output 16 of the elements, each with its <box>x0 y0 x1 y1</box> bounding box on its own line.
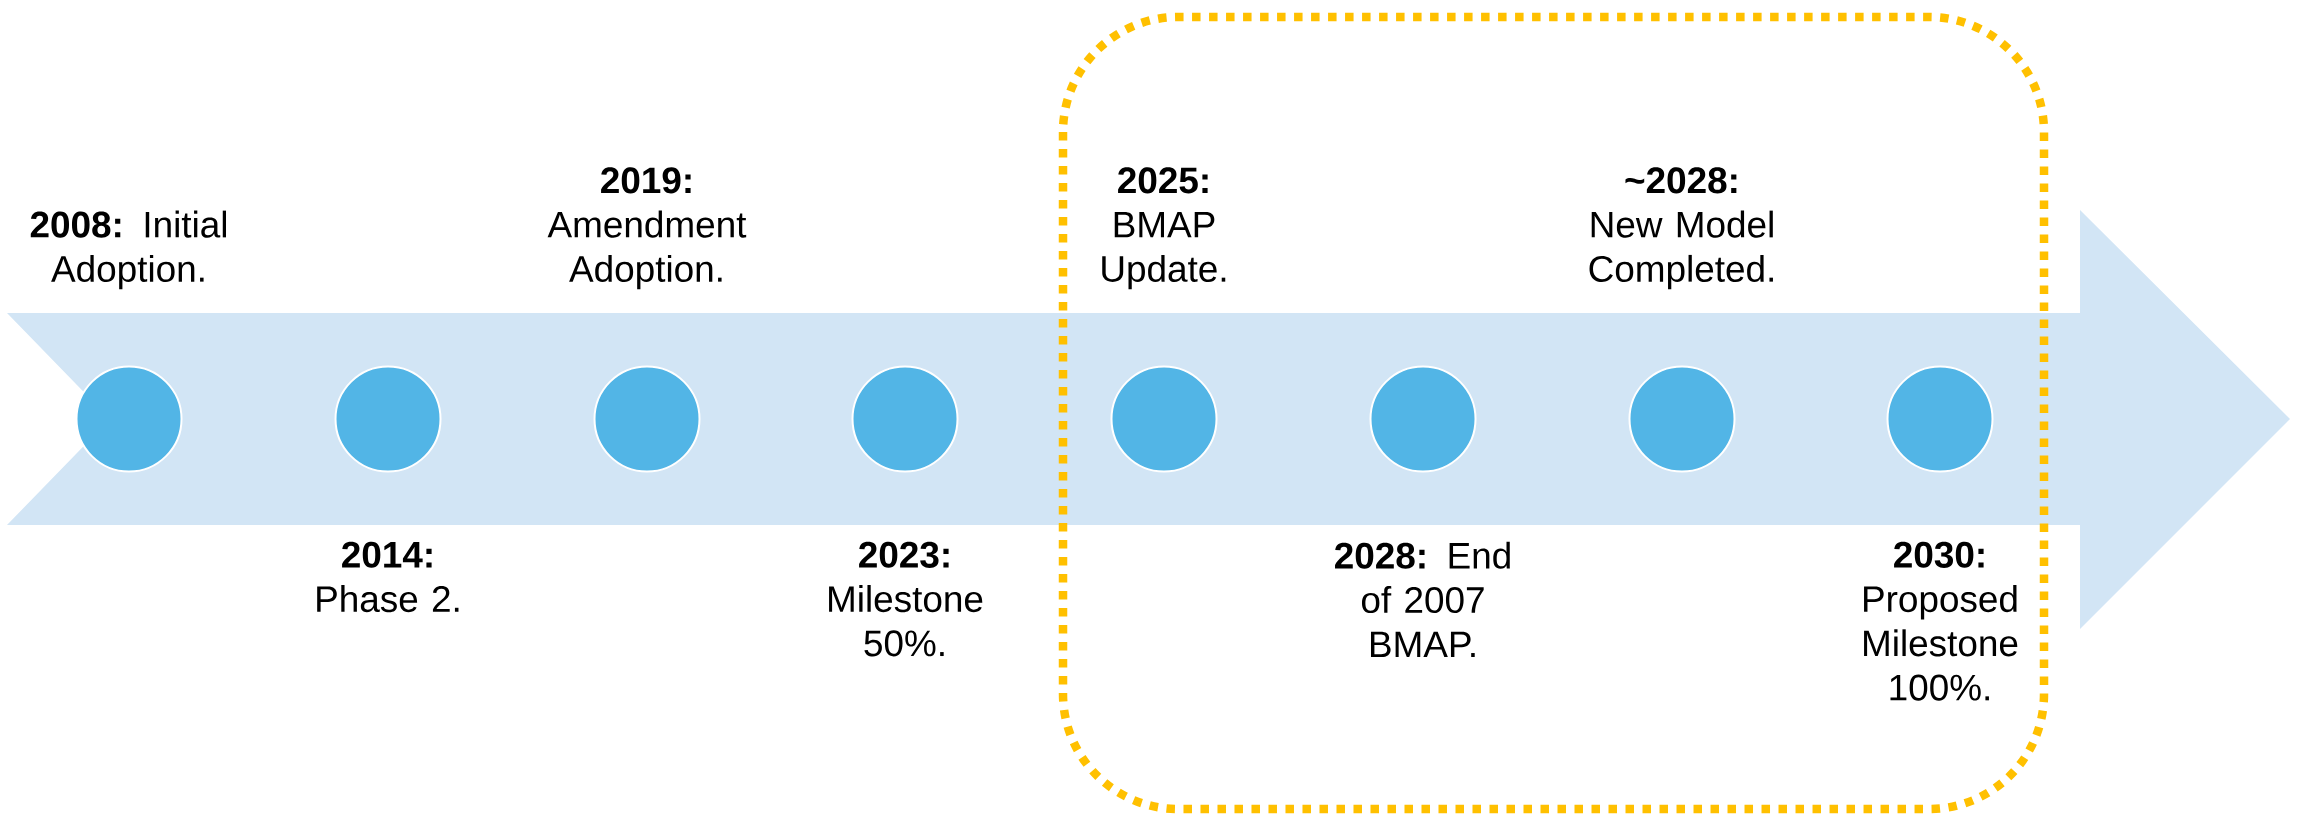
milestone-label: ~2028: New Model Completed. <box>1589 167 1773 290</box>
milestone-label: 2023: Milestone 50%. <box>829 541 983 657</box>
milestone-label: 2014: Phase 2. <box>317 541 459 613</box>
milestone-label: 2008: Initial Adoption. <box>30 210 226 290</box>
milestone-label: 2028: End of 2007 BMAP. <box>1335 541 1510 657</box>
milestone-circle <box>75 365 183 473</box>
milestone-circle <box>593 365 701 473</box>
milestone-label: 2019: Amendment Adoption. <box>547 167 747 290</box>
milestone-label: 2030: Proposed Milestone 100%. <box>1864 541 2018 701</box>
milestone-circle <box>1886 365 1994 473</box>
milestone-circle <box>1628 365 1736 473</box>
milestone-label: 2025: BMAP Update. <box>1102 167 1226 290</box>
milestone-circle <box>1369 365 1477 473</box>
milestone-circle <box>851 365 959 473</box>
milestone-circle <box>1110 365 1218 473</box>
milestone-circle <box>334 365 442 473</box>
